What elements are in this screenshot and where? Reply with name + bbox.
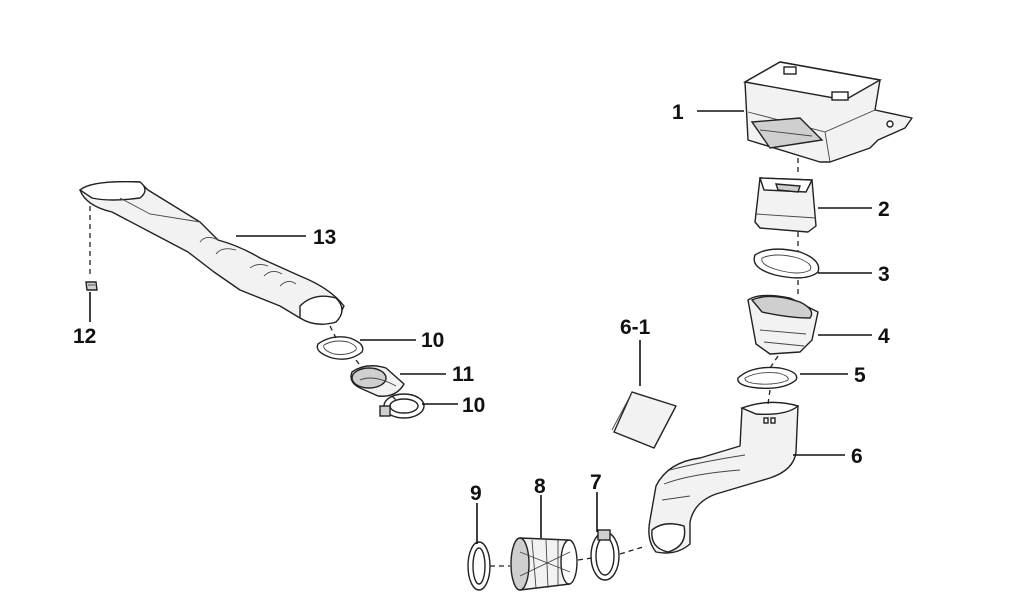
hose-clamp-10-bottom-part xyxy=(379,393,425,419)
clamp-ring-part xyxy=(737,366,798,390)
seal-ring-9-part xyxy=(467,541,491,591)
leader-lines xyxy=(89,110,872,544)
flexible-connector-part xyxy=(510,537,578,591)
callout-3: 3 xyxy=(878,263,890,286)
callout-5: 5 xyxy=(854,364,866,387)
callout-6: 6 xyxy=(851,445,863,468)
callout-6-1: 6-1 xyxy=(620,316,651,339)
air-cleaner-cover-part xyxy=(742,61,913,163)
bent-intake-hose-part xyxy=(648,401,800,554)
pad-part xyxy=(611,391,677,449)
oval-seal-part xyxy=(753,248,820,279)
rectangular-duct-part xyxy=(754,177,817,233)
callout-13: 13 xyxy=(313,226,336,249)
adapter-boot-part xyxy=(747,294,819,355)
callout-10-bottom: 10 xyxy=(462,394,485,417)
hose-clamp-7-part xyxy=(590,529,620,581)
seal-ring-10-top-part xyxy=(316,336,364,360)
callout-7: 7 xyxy=(590,471,602,494)
sleeve-part xyxy=(350,365,405,397)
callout-9: 9 xyxy=(470,482,482,505)
callout-12: 12 xyxy=(73,325,96,348)
long-intake-duct-part xyxy=(78,180,345,325)
callout-1: 1 xyxy=(672,101,684,124)
callout-4: 4 xyxy=(878,325,890,348)
callout-11: 11 xyxy=(452,363,475,386)
callout-labels: 1 2 3 4 5 6 6-1 7 8 9 10 11 10 12 13 xyxy=(73,101,890,505)
callout-10-top: 10 xyxy=(421,329,444,352)
callout-2: 2 xyxy=(878,198,890,221)
callout-8: 8 xyxy=(534,475,546,498)
assembly-centerlines xyxy=(89,158,799,567)
screw-part xyxy=(85,281,98,291)
